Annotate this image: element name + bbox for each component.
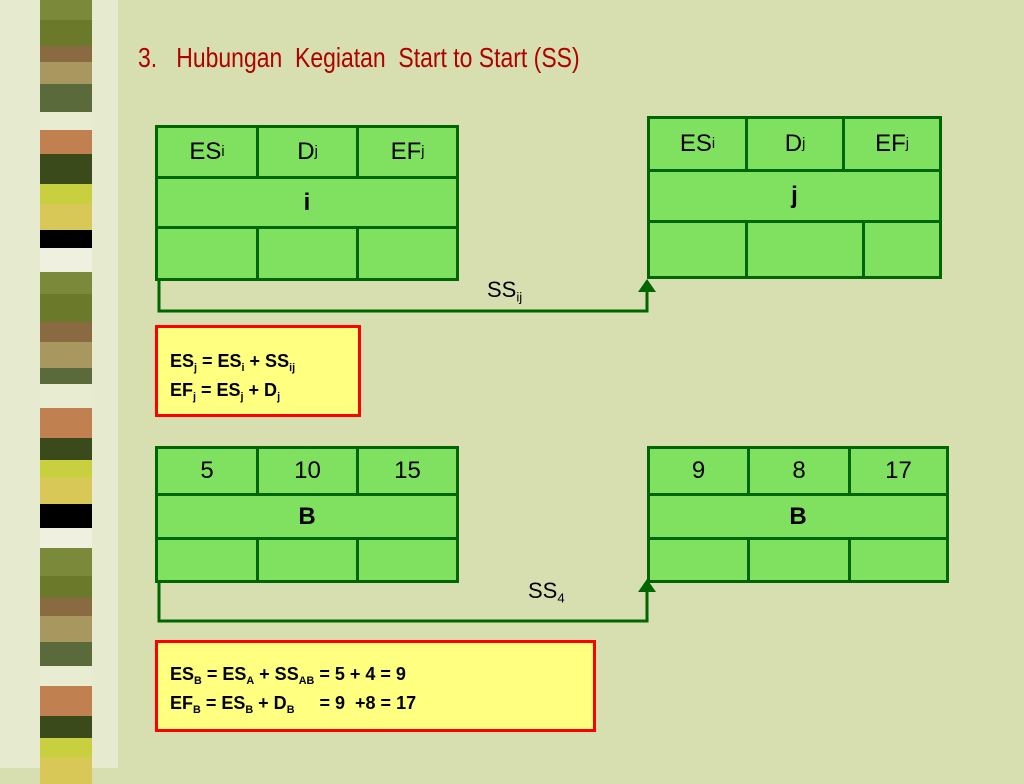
es-formula: ESj = ESi + SSij	[170, 351, 296, 374]
duration-value: 8	[750, 449, 851, 493]
stripe-segment	[40, 184, 92, 204]
stripe-segment	[40, 642, 92, 666]
stripe-segment	[40, 548, 92, 576]
activity-name: B	[789, 502, 807, 530]
stripe-segment	[40, 84, 92, 112]
stripe-segment	[40, 230, 92, 248]
stripe-segment	[40, 368, 92, 384]
stripe-segment	[40, 616, 92, 642]
stripe-segment	[40, 46, 92, 62]
example-node-right: 9 8 17 B	[647, 446, 949, 583]
stripe-segment	[40, 384, 92, 408]
empty-cell	[259, 540, 359, 580]
connector-arrows	[157, 279, 656, 623]
ef-value: 17	[885, 457, 912, 484]
empty-cell	[865, 223, 939, 276]
stripe-segment	[40, 322, 92, 342]
ss-ij-arrow	[157, 279, 649, 313]
stripe-segment	[40, 130, 92, 154]
general-formula-box: ESj = ESi + SSij EFj = ESj + Dj	[155, 325, 361, 417]
activity-name: j	[791, 182, 798, 209]
example-formula-box: ESB = ESA + SSAB = 5 + 4 = 9 EFB = ESB +…	[155, 640, 596, 732]
empty-cell	[359, 229, 456, 278]
stripe-segment	[40, 528, 92, 548]
stripe-segment	[40, 598, 92, 616]
stripe-segment	[40, 408, 92, 438]
stripe-segment	[40, 20, 92, 46]
es-formula: ESB = ESA + SSAB = 5 + 4 = 9	[170, 664, 406, 687]
stripe-segment	[40, 478, 92, 504]
ss-4-label: SS4	[528, 578, 565, 606]
stripe-segment	[40, 686, 92, 716]
activity-name: B	[298, 502, 316, 530]
ss-4-arrow	[157, 583, 649, 623]
stripe-segment	[40, 112, 92, 130]
empty-cell	[851, 540, 946, 580]
empty-cell	[259, 229, 359, 278]
stripe-segment	[40, 460, 92, 478]
stripe-segment	[40, 576, 92, 598]
ef-formula: EFj = ESj + Dj	[170, 379, 281, 403]
empty-cell	[158, 540, 259, 580]
ef-formula: EFB = ESB + DB = 9 +8 = 17	[170, 692, 417, 716]
stripe-segment	[40, 294, 92, 322]
ss-ij-arrowhead	[638, 279, 656, 292]
ef-value: 15	[394, 457, 421, 484]
duration-value: 10	[259, 449, 359, 493]
stripe-segment	[40, 248, 92, 272]
stripe-segment	[40, 504, 92, 528]
stripe-segment	[40, 62, 92, 84]
stripe-segment	[40, 716, 92, 738]
ss-4-arrowhead	[638, 579, 656, 592]
empty-cell	[650, 223, 748, 276]
empty-cell	[359, 540, 456, 580]
stripe-segment	[40, 0, 92, 20]
ss-ij-label: SSij	[487, 277, 523, 305]
es-value: 9	[650, 449, 750, 493]
empty-cell	[750, 540, 851, 580]
empty-cell	[748, 223, 865, 276]
slide-title: 3. Hubungan Kegiatan Start to Start (SS)	[138, 42, 580, 73]
stripe-segment	[40, 154, 92, 184]
stripe-segment	[40, 342, 92, 368]
stripe-segment	[40, 738, 92, 758]
es-value: 5	[158, 449, 259, 493]
stripe-segment	[40, 204, 92, 230]
empty-cell	[650, 540, 750, 580]
stripe-segment	[40, 666, 92, 686]
decorative-stripe-bar	[0, 0, 118, 784]
stripe-segment	[40, 272, 92, 294]
stripe-segment	[40, 438, 92, 460]
empty-cell	[158, 229, 259, 278]
activity-name: i	[303, 188, 311, 216]
example-node-left: 5 10 15 B	[155, 446, 459, 583]
